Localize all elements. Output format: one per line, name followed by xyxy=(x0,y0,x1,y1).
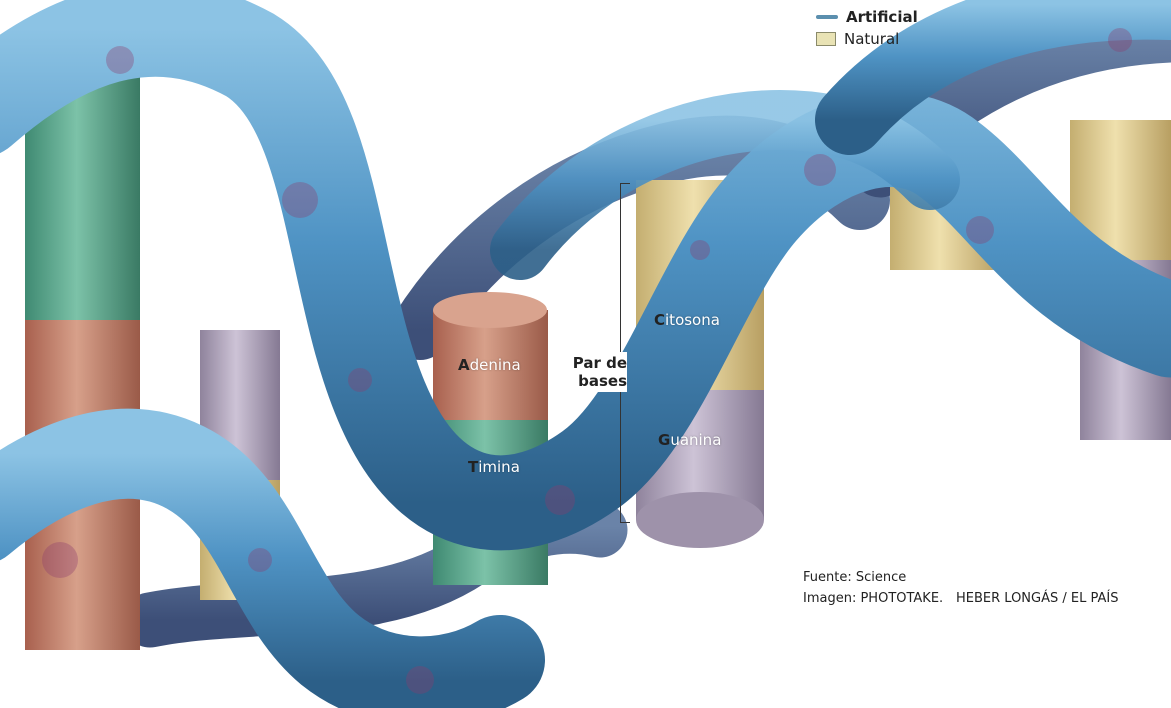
citosona-rest: itosona xyxy=(665,311,720,329)
guanina-rest: uanina xyxy=(670,431,721,449)
timina-initial: T xyxy=(468,458,478,476)
author-credit: HEBER LONGÁS / EL PAÍS xyxy=(956,591,1118,606)
adenina-initial: A xyxy=(458,356,470,374)
legend-label-natural: Natural xyxy=(844,28,899,50)
image-credit: Imagen: PHOTOTAKE. xyxy=(803,591,943,606)
legend: Artificial Natural xyxy=(816,6,918,50)
adenina-rest: denina xyxy=(470,356,521,374)
label-guanina: Guanina xyxy=(658,431,721,449)
legend-label-artificial: Artificial xyxy=(846,6,918,28)
artificial-swatch xyxy=(816,15,838,19)
label-adenina: Adenina xyxy=(458,356,521,374)
label-timina: Timina xyxy=(468,458,520,476)
timina-rest: imina xyxy=(478,458,520,476)
citosona-initial: C xyxy=(654,311,665,329)
guanina-initial: G xyxy=(658,431,670,449)
base-pair-label: Par de bases xyxy=(564,352,627,392)
legend-item-artificial: Artificial xyxy=(816,6,918,28)
label-citosona: Citosona xyxy=(654,311,720,329)
legend-item-natural: Natural xyxy=(816,28,918,50)
source-credit: Fuente: Science xyxy=(803,570,906,585)
natural-swatch xyxy=(816,32,836,46)
